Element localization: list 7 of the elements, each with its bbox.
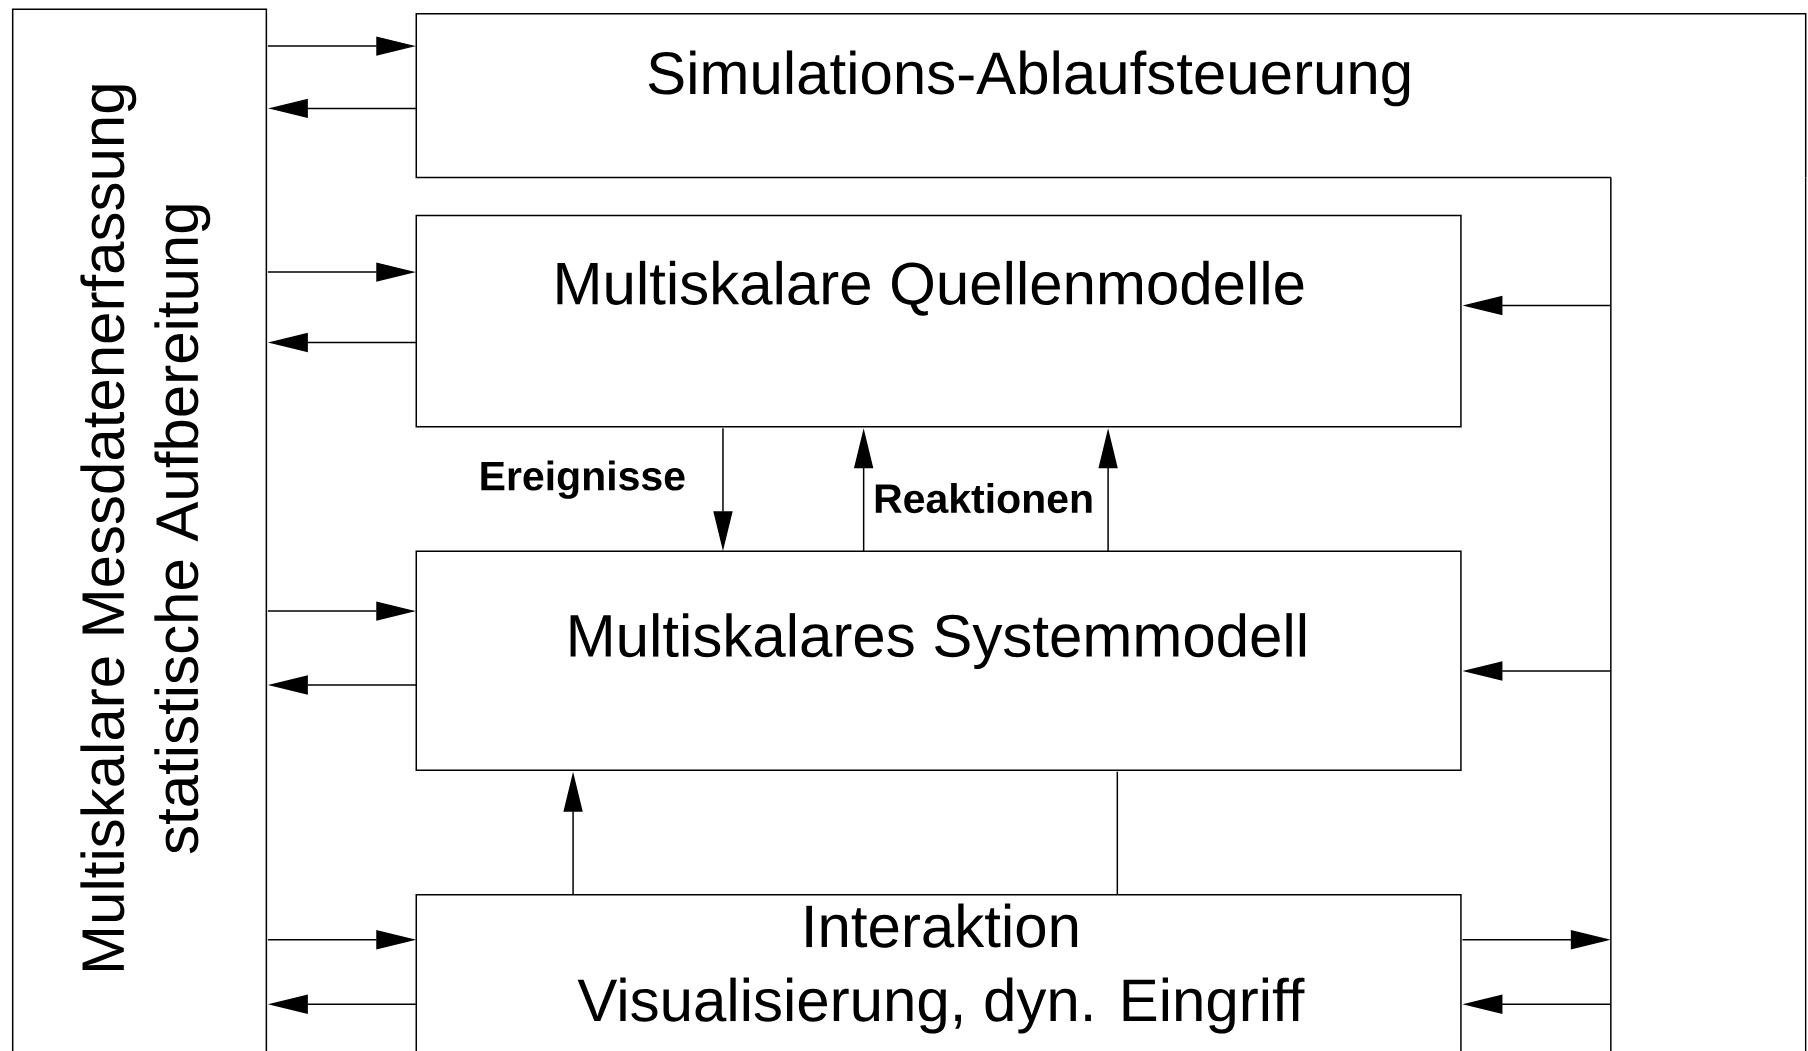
process-box: Multiskalares Systemmodell [415,550,1462,771]
side-box: Multiskalare Messdatenerfassung statistische Aufbereitung [11,8,268,1051]
process-box: Multiskalare Quellenmodelle [415,214,1462,428]
process-box: Interaktion Visualisierung, dyn. Eingriff [415,894,1462,1051]
edge-label: Ereignisse [476,458,688,501]
control-frame: Simulations-Ablaufsteuerung [415,13,1807,179]
edge-label: Reaktionen [871,481,1097,516]
